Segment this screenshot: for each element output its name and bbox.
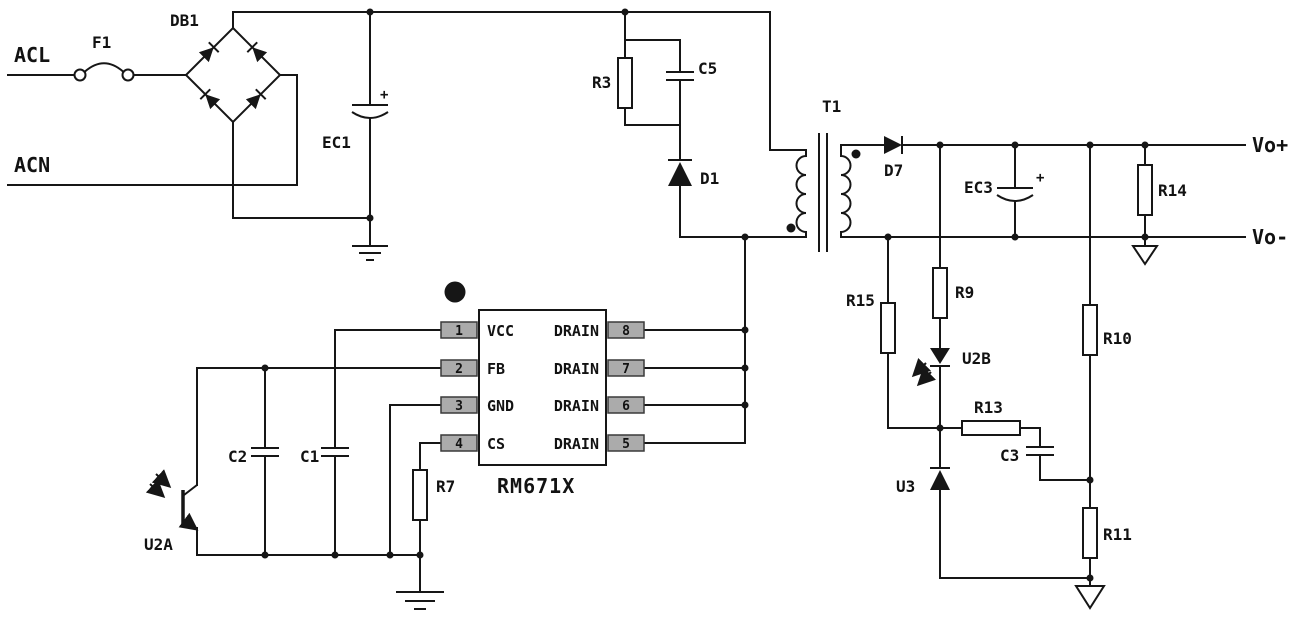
capacitor-ec3: + EC3 — [964, 170, 1044, 202]
label-ec1: EC1 — [322, 133, 351, 152]
pin-number: 3 — [455, 399, 463, 414]
resistor-r9: R9 — [932, 267, 974, 319]
pin-number: 6 — [622, 399, 630, 414]
capacitor-c3: C3 — [1000, 446, 1054, 465]
capacitor-c1: C1 — [300, 447, 349, 466]
ec3-polarity-plus: + — [1036, 170, 1044, 186]
light-arrow-icon — [151, 469, 172, 489]
label-r14: R14 — [1158, 181, 1187, 200]
pin-box-5 — [607, 434, 645, 452]
label-d1: D1 — [700, 169, 719, 188]
pin-name-cs: CS — [487, 435, 505, 453]
pin-number: 1 — [455, 324, 463, 339]
light-arrow-icon — [911, 358, 931, 378]
secondary-phase-dot — [851, 149, 861, 159]
label-r11: R11 — [1103, 525, 1132, 544]
label-c2: C2 — [228, 447, 247, 466]
pin-name-drain: DRAIN — [554, 360, 599, 378]
resistor-r14: R14 — [1137, 164, 1187, 216]
label-c1: C1 — [300, 447, 319, 466]
resistor-r15: R15 — [846, 291, 896, 354]
light-arrow-icon — [916, 367, 936, 387]
pin-name-vcc: VCC — [487, 322, 514, 340]
pin-number: 4 — [455, 437, 463, 452]
pin-number: 8 — [622, 324, 630, 339]
primary-phase-dot — [786, 223, 796, 233]
shunt-regulator-u3: U3 — [896, 467, 950, 496]
transformer-t1: T1 — [786, 97, 861, 252]
resistor-r11: R11 — [1082, 507, 1132, 559]
fuse-f1: F1 — [73, 33, 135, 82]
pin-box-6 — [607, 396, 645, 414]
light-arrow-icon — [145, 479, 166, 499]
label-t1: T1 — [822, 97, 841, 116]
pin-number: 5 — [622, 437, 630, 452]
label-f1: F1 — [92, 33, 111, 52]
ground-symbol-primary — [396, 591, 444, 610]
optocoupler-transistor-u2a: U2A — [144, 469, 199, 554]
pin-box-8 — [607, 321, 645, 339]
pin-box-2 — [440, 359, 478, 377]
label-r10: R10 — [1103, 329, 1132, 348]
pin-name-drain: DRAIN — [554, 322, 599, 340]
pin-name-drain: DRAIN — [554, 435, 599, 453]
label-u2a: U2A — [144, 535, 173, 554]
capacitor-ec1: + EC1 — [322, 87, 389, 152]
pin-number: 2 — [455, 362, 463, 377]
pin-box-7 — [607, 359, 645, 377]
label-ec3: EC3 — [964, 178, 993, 197]
emitter-arrow-icon — [178, 512, 199, 531]
pin-box-4 — [440, 434, 478, 452]
ic-part-number: RM671X — [497, 474, 575, 498]
pin1-marker-dot — [444, 281, 466, 303]
pin-number: 7 — [622, 362, 630, 377]
wires — [7, 11, 1246, 593]
bridge-rectifier-db1: DB1 — [170, 11, 282, 124]
label-u2b: U2B — [962, 349, 991, 368]
ic-rm671x: 1 2 3 4 8 7 6 5 VCC FB GND CS DRAIN DRAI… — [440, 281, 645, 498]
ground-symbol-secondary — [1074, 585, 1106, 610]
pin-box-3 — [440, 396, 478, 414]
ground-symbol-r14 — [1131, 245, 1159, 266]
diode-d7: D7 — [884, 136, 903, 180]
label-d7: D7 — [884, 161, 903, 180]
ec1-polarity-plus: + — [380, 87, 388, 103]
resistor-r10: R10 — [1082, 304, 1132, 356]
terminal-vo-plus: Vo+ — [1252, 133, 1288, 157]
pin-name-gnd: GND — [487, 397, 514, 415]
label-c5: C5 — [698, 59, 717, 78]
resistor-r13: R13 — [961, 398, 1021, 436]
optocoupler-led-u2b: U2B — [911, 348, 991, 387]
label-u3: U3 — [896, 477, 915, 496]
ic-body — [478, 309, 607, 466]
diode-d1: D1 — [668, 159, 719, 188]
label-db1: DB1 — [170, 11, 199, 30]
junction-dots — [261, 8, 1149, 582]
label-r9: R9 — [955, 283, 974, 302]
secondary-winding — [840, 155, 852, 233]
label-r7: R7 — [436, 477, 455, 496]
label-c3: C3 — [1000, 446, 1019, 465]
label-r13: R13 — [974, 398, 1003, 417]
terminal-vo-minus: Vo- — [1252, 225, 1288, 249]
capacitor-c2: C2 — [228, 447, 279, 466]
primary-winding — [795, 155, 807, 233]
label-acn: ACN — [14, 153, 50, 177]
resistor-r3: R3 — [592, 57, 633, 109]
label-acl: ACL — [14, 43, 50, 67]
ground-symbol-ec1 — [352, 245, 388, 261]
resistor-r7: R7 — [412, 469, 455, 521]
label-r3: R3 — [592, 73, 611, 92]
capacitor-c5: C5 — [666, 59, 717, 81]
pin-box-1 — [440, 321, 478, 339]
pin-name-drain: DRAIN — [554, 397, 599, 415]
label-r15: R15 — [846, 291, 875, 310]
pin-name-fb: FB — [487, 360, 505, 378]
